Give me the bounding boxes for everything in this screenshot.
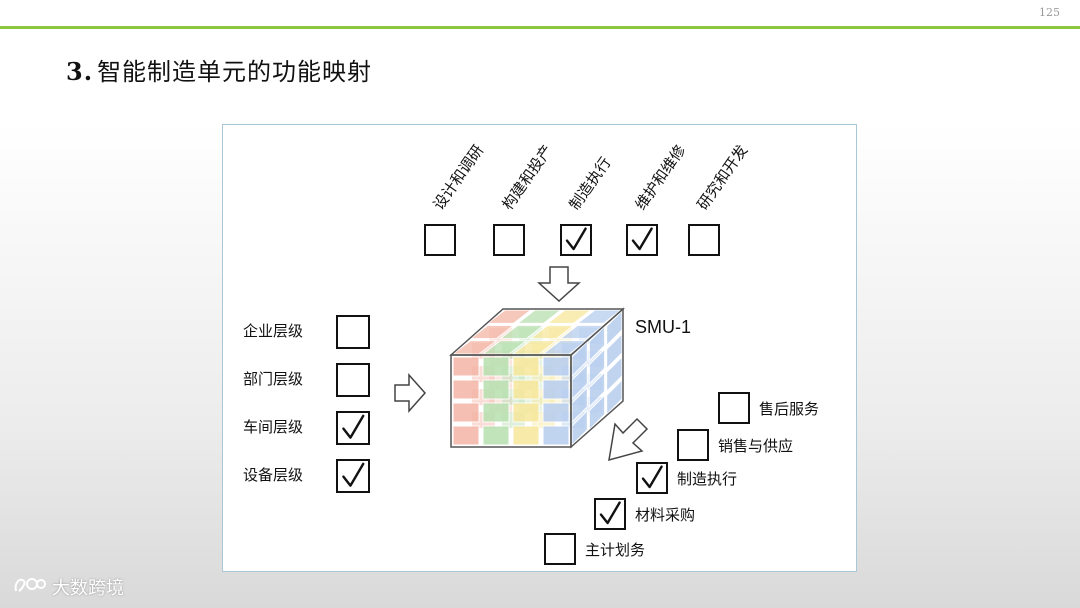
cube-cell xyxy=(546,309,593,324)
cube-cell xyxy=(571,363,588,401)
cube-cell xyxy=(482,379,510,400)
function-label: 售后服务 xyxy=(759,400,819,418)
phase-3-checkbox xyxy=(626,224,658,256)
cube-cell xyxy=(606,332,623,370)
phase-label: 设计和调研 xyxy=(430,142,488,214)
function-label: 主计划务 xyxy=(585,541,645,559)
phase-label: 研究和开发 xyxy=(694,142,752,214)
cube-cell xyxy=(588,325,606,362)
top-divider xyxy=(0,26,1080,29)
cube-side-outline xyxy=(570,307,624,449)
cube-cell xyxy=(606,378,623,416)
cube-cell xyxy=(588,394,606,431)
function-3-checkbox xyxy=(594,498,626,530)
level-3-checkmark-icon xyxy=(342,462,365,487)
phase-2-checkbox xyxy=(560,224,592,256)
watermark: 大数跨境 xyxy=(12,573,124,600)
cube-cell xyxy=(511,340,558,355)
cube-cell xyxy=(498,324,546,340)
cube-cell xyxy=(481,340,528,355)
cube-cell xyxy=(516,309,563,324)
function-3-checkmark-icon xyxy=(599,501,621,525)
right-arrow-icon xyxy=(394,373,427,413)
level-label: 设备层级 xyxy=(243,466,303,484)
cube-cell xyxy=(571,409,588,447)
function-label: 制造执行 xyxy=(677,470,737,488)
level-2-checkmark-icon xyxy=(342,414,365,439)
cube-cell xyxy=(482,356,510,377)
cube-cell xyxy=(606,309,623,347)
level-label: 企业层级 xyxy=(243,322,303,340)
function-2-checkbox xyxy=(636,462,668,494)
title-number: 3. xyxy=(66,57,94,86)
cube-cell xyxy=(482,425,510,446)
function-mapping-diagram: 设计和调研构建和投产制造执行维护和维修研究和开发 企业层级部门层级车间层级设备层… xyxy=(222,124,857,572)
cube-cell xyxy=(482,402,510,423)
cube-cell xyxy=(452,379,480,400)
slide-title: 3.智能制造单元的功能映射 xyxy=(66,52,372,87)
cube-cell xyxy=(512,379,540,400)
cube-cell xyxy=(512,402,540,423)
level-2-checkbox xyxy=(336,411,370,445)
cube-cell xyxy=(542,379,570,400)
page-number: 125 xyxy=(1039,6,1060,19)
cube-cell xyxy=(452,425,480,446)
cube-cell xyxy=(528,324,576,340)
cube-cell xyxy=(542,402,570,423)
cube-cell xyxy=(486,309,533,324)
watermark-logo-icon xyxy=(12,573,46,600)
cube-label: SMU-1 xyxy=(635,317,691,337)
cube-cell xyxy=(512,356,540,377)
title-text: 智能制造单元的功能映射 xyxy=(97,58,373,86)
level-0-checkbox xyxy=(336,315,370,349)
function-1-checkbox xyxy=(677,429,709,461)
diagonal-arrow-icon xyxy=(608,417,649,462)
cube-cell xyxy=(571,340,588,378)
phase-label: 构建和投产 xyxy=(499,142,557,214)
cube-cell xyxy=(451,340,498,355)
phase-0-checkbox xyxy=(424,224,456,256)
function-label: 材料采购 xyxy=(635,506,695,524)
level-label: 部门层级 xyxy=(243,370,303,388)
cube-cell xyxy=(452,356,480,377)
phase-3-checkmark-icon xyxy=(631,227,653,251)
smu-cube xyxy=(449,307,625,449)
function-4-checkbox xyxy=(544,533,576,565)
cube-cell xyxy=(542,425,570,446)
down-arrow-icon xyxy=(537,266,581,303)
function-0-checkbox xyxy=(718,392,750,424)
lifecycle-phase-group: 设计和调研构建和投产制造执行维护和维修研究和开发 xyxy=(424,142,752,256)
phase-4-checkbox xyxy=(688,224,720,256)
level-label: 车间层级 xyxy=(243,418,303,436)
cube-cell xyxy=(588,348,606,385)
cube-cell xyxy=(588,371,606,408)
phase-2-checkmark-icon xyxy=(565,227,587,251)
cube-cell xyxy=(606,355,623,393)
phase-1-checkbox xyxy=(493,224,525,256)
function-2-checkmark-icon xyxy=(641,465,663,489)
level-3-checkbox xyxy=(336,459,370,493)
watermark-text: 大数跨境 xyxy=(52,577,124,599)
phase-label: 维护和维修 xyxy=(632,142,690,214)
function-label: 销售与供应 xyxy=(718,437,793,455)
cube-cell xyxy=(512,425,540,446)
cube-cell xyxy=(452,402,480,423)
level-1-checkbox xyxy=(336,363,370,397)
cube-cell xyxy=(571,386,588,424)
cube-cell xyxy=(542,356,570,377)
cube-cell xyxy=(468,324,516,340)
phase-label: 制造执行 xyxy=(566,154,615,213)
